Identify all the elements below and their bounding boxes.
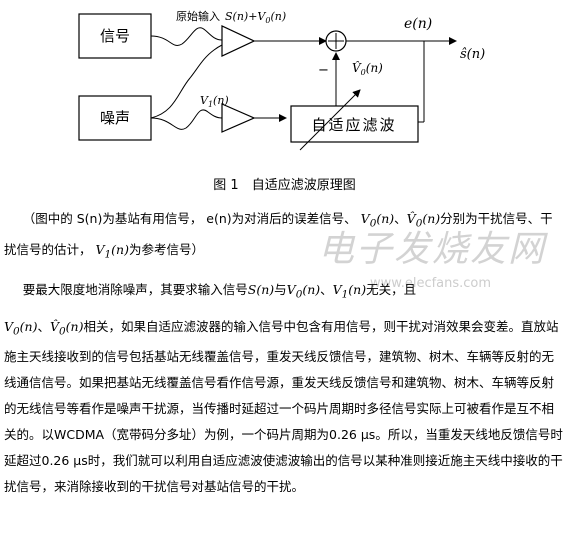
watermark-logo: 电子发烧友网 [318,229,547,270]
noise-box [78,95,152,141]
paragraph-3: V0(n)、V̂0(n)相关，如果自适应滤波器的输入信号中包含有用信号，则干扰对… [4,318,563,495]
noise-to-reference-path [150,109,223,130]
noise-estimate-label: V̂0(n) [352,60,383,77]
body-text: （图中的 S(n)为基站有用信号， e(n)为对消后的误差信号、 V0(n)、V… [4,206,564,500]
adaptive-filter-label: 自适应滤波 [311,116,396,134]
estimate-label: ŝ(n) [460,47,485,62]
watermark-url: www.elecfans.com [370,276,492,291]
paragraph-2: 要最大限度地消除噪声，其要求输入信号S(n)与V0(n)、V1(n)无关，且 [22,282,417,301]
minus-sign: − [318,63,329,78]
reference-label: V1(n) [200,94,229,109]
signal-wave-path [150,27,223,46]
reference-amplifier [221,103,256,133]
adaptive-filter-box [290,105,419,143]
signal-box [78,13,152,59]
s-symbol: S(n) [247,282,275,297]
error-label: e(n) [404,16,432,32]
input-label-formula: S(n)+V0(n) [225,10,286,25]
v1-symbol: V1(n) [95,241,129,261]
v0hat-symbol: V̂0(n) [406,211,441,230]
noise-box-label: 噪声 [100,109,130,127]
noise-to-input-path [150,44,223,119]
primary-amplifier [221,25,256,57]
adaptation-arrow [299,89,361,151]
v0-symbol: V0(n) [360,211,395,230]
adaptive-filter-diagram: 信号 噪声 原始输入 S(n)+V0(n) V1(n) e(n) ŝ(n) 自适… [78,9,485,151]
input-label-prefix: 原始输入 [176,9,220,23]
paragraph-1: （图中的 S(n)为基站有用信号， e(n)为对消后的误差信号、 V0(n)、V… [4,211,553,261]
figure-caption: 图 1 自适应滤波原理图 [213,178,356,193]
signal-box-label: 信号 [100,27,130,45]
